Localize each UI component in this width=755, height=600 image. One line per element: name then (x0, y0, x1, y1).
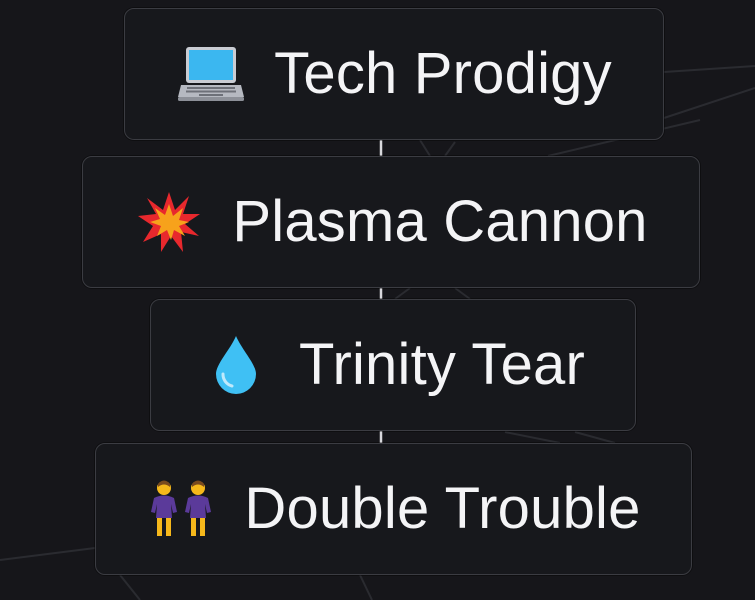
bg-line (119, 574, 141, 600)
bg-line (0, 547, 96, 561)
node-label: Plasma Cannon (232, 189, 648, 254)
bg-line (359, 574, 373, 600)
bg-line (454, 287, 471, 300)
bg-line (419, 139, 431, 157)
node-tech-prodigy[interactable]: Tech Prodigy (124, 8, 664, 140)
bg-line (444, 141, 456, 157)
node-double-trouble[interactable]: Double Trouble (95, 443, 692, 575)
bg-line (574, 431, 616, 444)
bg-line (663, 65, 755, 73)
two-women-icon (146, 474, 216, 544)
node-plasma-cannon[interactable]: Plasma Cannon (82, 156, 700, 288)
node-label: Trinity Tear (298, 332, 586, 397)
droplet-icon (201, 330, 271, 400)
node-label: Double Trouble (244, 476, 641, 541)
bg-line (504, 431, 561, 444)
bg-line (394, 287, 411, 300)
bg-line (663, 87, 755, 119)
node-trinity-tear[interactable]: Trinity Tear (150, 299, 636, 431)
node-label: Tech Prodigy (274, 41, 612, 106)
laptop-icon (176, 39, 246, 109)
explosion-icon (134, 187, 204, 257)
